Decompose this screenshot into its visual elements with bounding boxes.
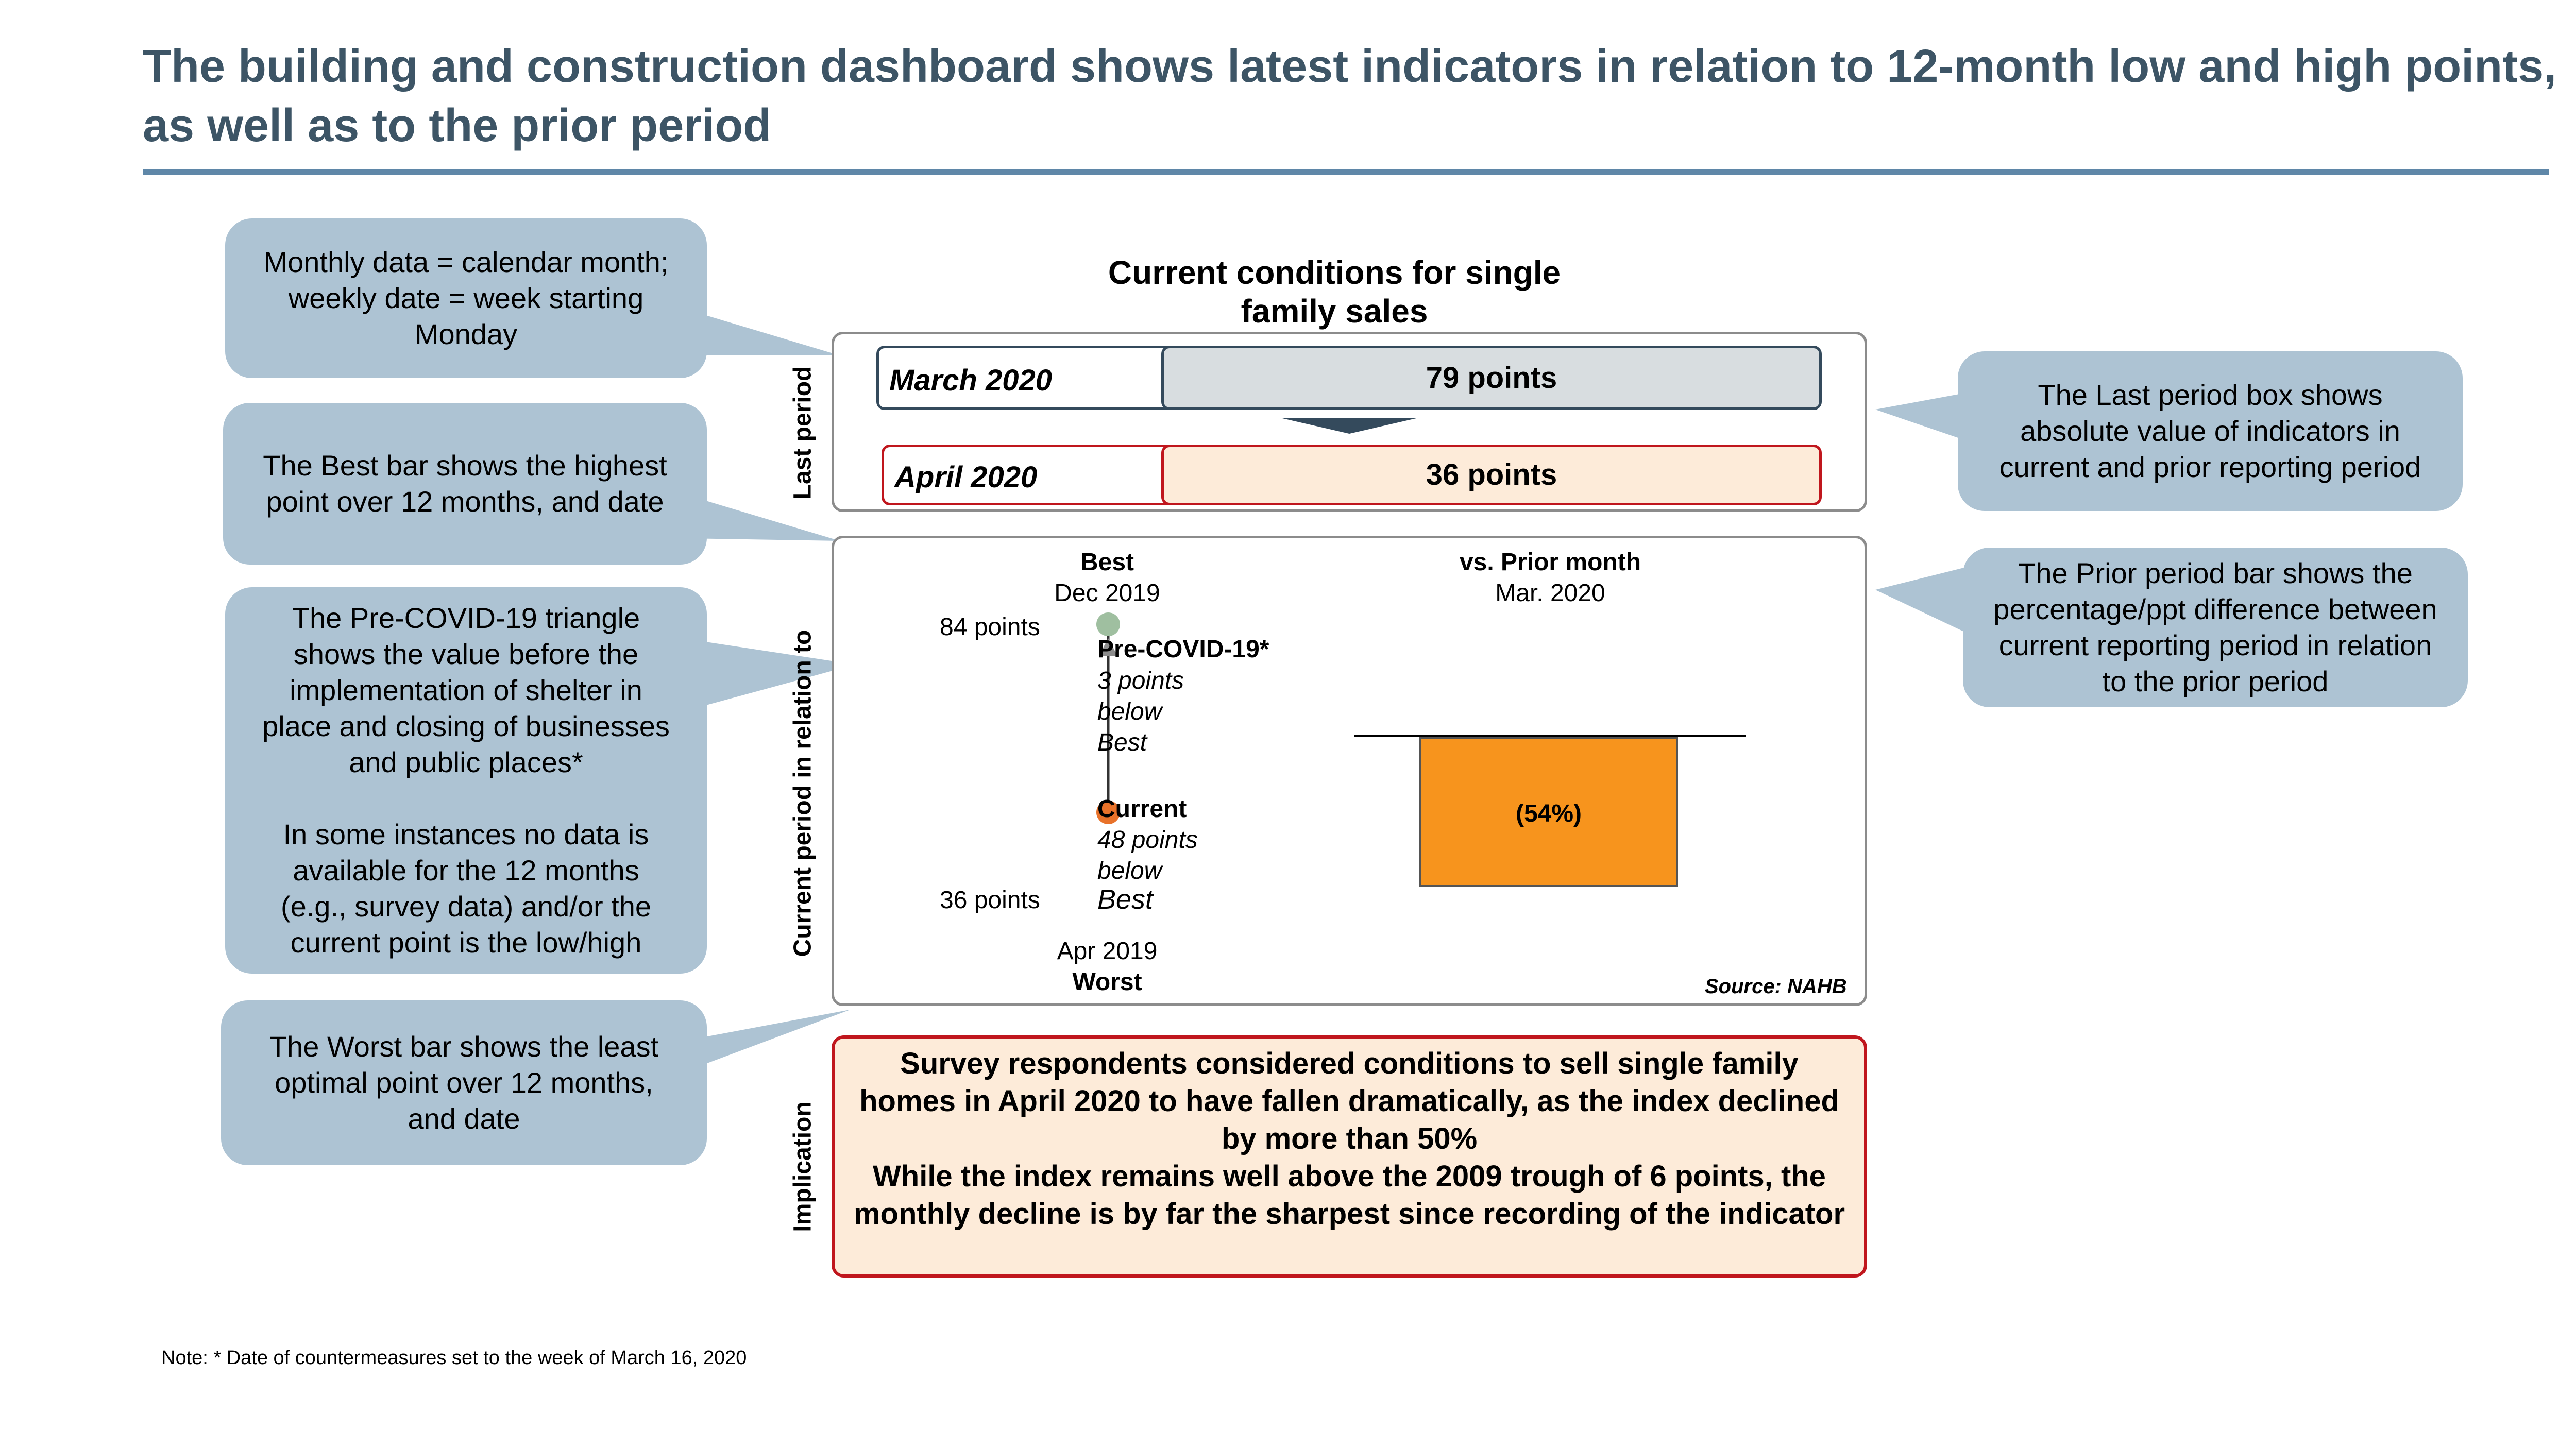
- callout-worst: The Worst bar shows the least optimal po…: [221, 1000, 707, 1165]
- current-period-value: 36 points: [1161, 445, 1822, 505]
- pointer-prior-period: [1875, 567, 1968, 634]
- prior-period-box: March 2020 79 points: [876, 346, 1822, 410]
- prior-baseline: [1354, 735, 1746, 737]
- implication-line-2: While the index remains well above the 2…: [853, 1160, 1845, 1231]
- best-date: Dec 2019: [1054, 580, 1160, 607]
- prior-period-date: March 2020: [889, 364, 1052, 397]
- callout-last-period: The Last period box shows absolute value…: [1958, 351, 2463, 511]
- worst-header: Worst: [1072, 968, 1142, 996]
- precovid-line3: Best: [1097, 729, 1147, 756]
- panel-title: Current conditions for single family sal…: [1108, 254, 1561, 330]
- current-line2: below: [1097, 857, 1162, 884]
- best-header: Best: [1080, 549, 1134, 576]
- callout-prior-period: The Prior period bar shows the percentag…: [1963, 548, 2468, 707]
- current-period-date: April 2020: [894, 461, 1038, 494]
- footnote: Note: * Date of countermeasures set to t…: [161, 1347, 747, 1369]
- worst-value: 36 points: [940, 887, 1040, 914]
- callout-best-text: The Best bar shows the highest point ove…: [263, 449, 667, 518]
- callout-best: The Best bar shows the highest point ove…: [223, 403, 707, 565]
- range-line: [1096, 612, 1120, 824]
- callout-prior-period-text: The Prior period bar shows the percentag…: [1993, 557, 2437, 697]
- side-label-last-period: Last period: [789, 366, 817, 500]
- current-line1: 48 points: [1097, 826, 1198, 854]
- best-marker: [1096, 612, 1120, 636]
- worst-date: Apr 2019: [1057, 938, 1158, 965]
- precovid-triangle-icon: [1099, 638, 1117, 656]
- pointer-monthly: [685, 309, 840, 355]
- implication-box: Survey respondents considered conditions…: [832, 1035, 1867, 1278]
- precovid-line1: 3 points: [1097, 667, 1184, 694]
- callout-worst-text: The Worst bar shows the least optimal po…: [269, 1030, 659, 1135]
- side-label-implication: Implication: [789, 1101, 817, 1232]
- prior-period-value: 79 points: [1161, 346, 1822, 410]
- callout-precovid: The Pre-COVID-19 triangle shows the valu…: [225, 587, 707, 974]
- current-label: Current: [1097, 795, 1187, 823]
- callout-monthly: Monthly data = calendar month; weekly da…: [225, 218, 707, 378]
- pointer-precovid: [685, 639, 855, 711]
- callout-precovid-text: The Pre-COVID-19 triangle shows the valu…: [262, 602, 670, 959]
- page-title: The building and construction dashboard …: [143, 41, 2557, 151]
- prior-date: Mar. 2020: [1495, 580, 1605, 607]
- prior-change-bar: [1419, 737, 1678, 887]
- best-value: 84 points: [940, 614, 1040, 641]
- prior-change-label: (54%): [1515, 800, 1582, 827]
- down-arrow-icon: [1282, 418, 1416, 434]
- title-divider: [143, 169, 2549, 175]
- side-label-current-period: Current period in relation to: [789, 629, 817, 957]
- source-label: Source: NAHB: [1705, 975, 1847, 998]
- prior-header: vs. Prior month: [1459, 549, 1641, 576]
- implication-line-1: Survey respondents considered conditions…: [859, 1047, 1839, 1155]
- current-marker: [1096, 801, 1120, 824]
- current-period-panel: Best Dec 2019 84 points Pre-COVID-19* 3 …: [832, 536, 1867, 1006]
- pointer-last-period: [1875, 391, 1973, 443]
- pointer-best: [685, 495, 840, 541]
- callout-last-period-text: The Last period box shows absolute value…: [1999, 379, 2421, 483]
- pointer-worst: [685, 1010, 850, 1071]
- precovid-label: Pre-COVID-19*: [1097, 636, 1269, 663]
- current-period-box: April 2020 36 points: [882, 445, 1822, 505]
- callout-monthly-text: Monthly data = calendar month; weekly da…: [263, 246, 669, 350]
- last-period-panel: March 2020 79 points April 2020 36 point…: [832, 332, 1867, 512]
- current-line3: Best: [1097, 884, 1154, 915]
- precovid-line2: below: [1097, 698, 1162, 725]
